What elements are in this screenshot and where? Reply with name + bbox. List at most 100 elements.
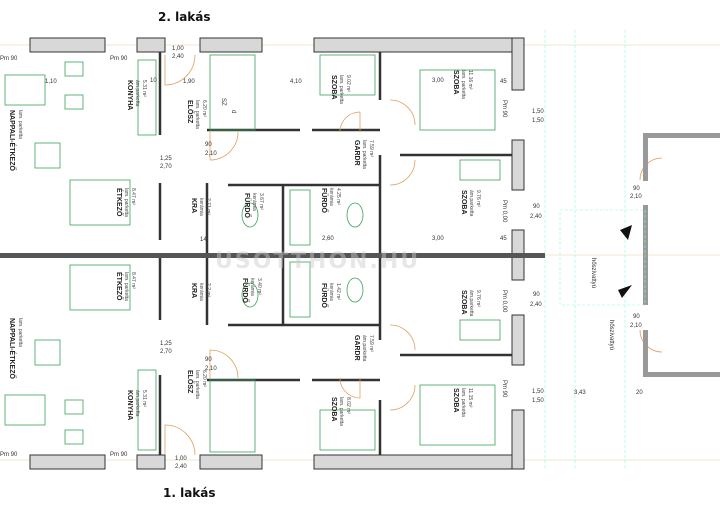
svg-text:lam. parketta: lam. parketta — [123, 188, 129, 217]
svg-text:3.40 m²: 3.40 m² — [256, 278, 262, 295]
svg-text:4,10: 4,10 — [290, 79, 302, 85]
svg-text:Pm 0,00: Pm 0,00 — [501, 200, 507, 223]
furniture — [4, 54, 501, 453]
svg-text:lam. parketta: lam. parketta — [194, 370, 200, 399]
room-name: NAPPALI-ÉTKEZŐ — [8, 318, 17, 379]
svg-text:1,50: 1,50 — [532, 109, 544, 115]
svg-text:1,00: 1,00 — [175, 456, 187, 462]
svg-text:90: 90 — [205, 357, 212, 363]
svg-text:kerámia: kerámia — [198, 283, 204, 301]
svg-text:lam. parketta: lam. parketta — [338, 397, 344, 426]
svg-text:4.25 m²: 4.25 m² — [335, 188, 341, 205]
svg-text:1,25: 1,25 — [160, 341, 172, 347]
heat-pump-label: hőszivattyú — [590, 258, 596, 288]
svg-text:Pm 0,00: Pm 0,00 — [501, 290, 507, 313]
svg-text:1.42 m²: 1.42 m² — [335, 283, 341, 300]
svg-text:90: 90 — [633, 314, 640, 320]
svg-text:2,10: 2,10 — [205, 366, 217, 372]
upper-room-labels: NAPPALI-ÉTKEZŐ lam. parketta KONYHA ám.par… — [8, 70, 481, 218]
room-name: SZOBA — [460, 290, 467, 315]
svg-text:2,40: 2,40 — [172, 54, 184, 60]
svg-text:ám.parketta: ám.parketta — [468, 190, 474, 217]
svg-text:10: 10 — [150, 78, 157, 84]
svg-text:1,00: 1,00 — [172, 46, 184, 52]
svg-text:lam. parketta: lam. parketta — [361, 140, 367, 169]
svg-text:11.15 m²: 11.15 m² — [467, 388, 473, 408]
svg-text:3.67 m²: 3.67 m² — [258, 193, 264, 210]
doors — [164, 54, 663, 456]
svg-text:90: 90 — [533, 292, 540, 298]
room-name: NAPPALI-ÉTKEZŐ — [8, 110, 17, 171]
room-name: FÜRDŐ — [241, 278, 250, 303]
room-name: SZOBA — [452, 388, 459, 413]
exterior-walls — [0, 37, 545, 470]
svg-text:3,43: 3,43 — [574, 390, 586, 396]
dimension-labels: Pm 90 Pm 90 Pm 90 Pm 90 1,00 2,40 1,00 2… — [0, 46, 643, 470]
svg-text:Pm 90: Pm 90 — [0, 56, 18, 62]
outbuilding — [559, 133, 720, 377]
watermark: USOTTHON.HU — [215, 249, 420, 274]
room-name: ÉTKEZŐ — [115, 188, 124, 217]
room-name: SZOBA — [460, 190, 467, 215]
svg-text:2,40: 2,40 — [530, 214, 542, 220]
svg-text:lam. parketta: lam. parketta — [460, 388, 466, 417]
svg-text:Pm 90: Pm 90 — [110, 56, 128, 62]
room-name: GARDR — [353, 140, 360, 166]
svg-text:7.59 m²: 7.59 m² — [368, 335, 374, 352]
svg-text:11.16 m²: 11.16 m² — [467, 70, 473, 90]
svg-text:d: d — [230, 110, 236, 113]
svg-text:6.20 m²: 6.20 m² — [201, 370, 207, 387]
svg-text:kerámia: kerámia — [198, 198, 204, 216]
svg-text:45: 45 — [500, 236, 507, 242]
svg-text:8.02 m²: 8.02 m² — [345, 397, 351, 414]
svg-text:lam. parketta: lam. parketta — [123, 272, 129, 301]
svg-text:ám.parketta: ám.parketta — [361, 335, 367, 362]
svg-text:ám.parketta: ám.parketta — [468, 290, 474, 317]
upper-unit-title: 2. lakás — [158, 10, 211, 24]
room-name: FÜRDŐ — [243, 193, 252, 218]
svg-text:2.71 m²: 2.71 m² — [205, 198, 211, 215]
svg-text:5.31 m²: 5.31 m² — [141, 80, 147, 97]
heat-pump-arrow-icon — [618, 285, 632, 298]
svg-text:ám.parketta: ám.parketta — [134, 390, 140, 417]
svg-text:2,40: 2,40 — [175, 464, 187, 470]
svg-text:9.02 m²: 9.02 m² — [345, 75, 351, 92]
svg-text:lam. parketta: lam. parketta — [338, 75, 344, 104]
svg-text:kerámia: kerámia — [328, 283, 334, 301]
party-wall — [0, 253, 545, 258]
svg-text:2,10: 2,10 — [630, 323, 642, 329]
svg-text:1,50: 1,50 — [532, 118, 544, 124]
room-name: SZOBA — [452, 70, 459, 95]
svg-text:90: 90 — [633, 186, 640, 192]
svg-text:9.76 m²: 9.76 m² — [475, 190, 481, 207]
svg-text:Pm 90: Pm 90 — [110, 452, 128, 458]
svg-text:lam. parketta: lam. parketta — [194, 100, 200, 129]
svg-text:2.2 m²: 2.2 m² — [205, 283, 211, 298]
svg-text:7.59 m²: 7.59 m² — [368, 140, 374, 157]
heat-pump-label: hőszivattyú — [608, 320, 614, 350]
svg-text:2,40: 2,40 — [530, 302, 542, 308]
room-name: FÜRDŐ — [320, 283, 329, 308]
svg-text:2,10: 2,10 — [205, 151, 217, 157]
svg-text:1,90: 1,90 — [183, 79, 195, 85]
svg-text:kerámia: kerámia — [328, 188, 334, 206]
svg-text:90: 90 — [533, 204, 540, 210]
svg-text:2,60: 2,60 — [322, 236, 334, 242]
svg-text:2,70: 2,70 — [160, 349, 172, 355]
heat-pump-arrow-icon — [620, 225, 632, 240]
room-name: KONYHA — [126, 80, 133, 110]
svg-text:3,00: 3,00 — [432, 236, 444, 242]
svg-text:9.76 m²: 9.76 m² — [475, 290, 481, 307]
svg-text:20: 20 — [636, 390, 643, 396]
svg-text:45: 45 — [500, 79, 507, 85]
svg-text:Pm 90: Pm 90 — [501, 380, 507, 398]
svg-text:kerámia: kerámia — [251, 193, 257, 211]
room-name: KRA — [190, 283, 197, 298]
svg-text:3,00: 3,00 — [432, 78, 444, 84]
svg-text:1,10: 1,10 — [45, 79, 57, 85]
svg-text:1,50: 1,50 — [532, 389, 544, 395]
svg-text:lam. parketta: lam. parketta — [17, 318, 23, 347]
svg-text:8.47 m²: 8.47 m² — [130, 272, 136, 289]
